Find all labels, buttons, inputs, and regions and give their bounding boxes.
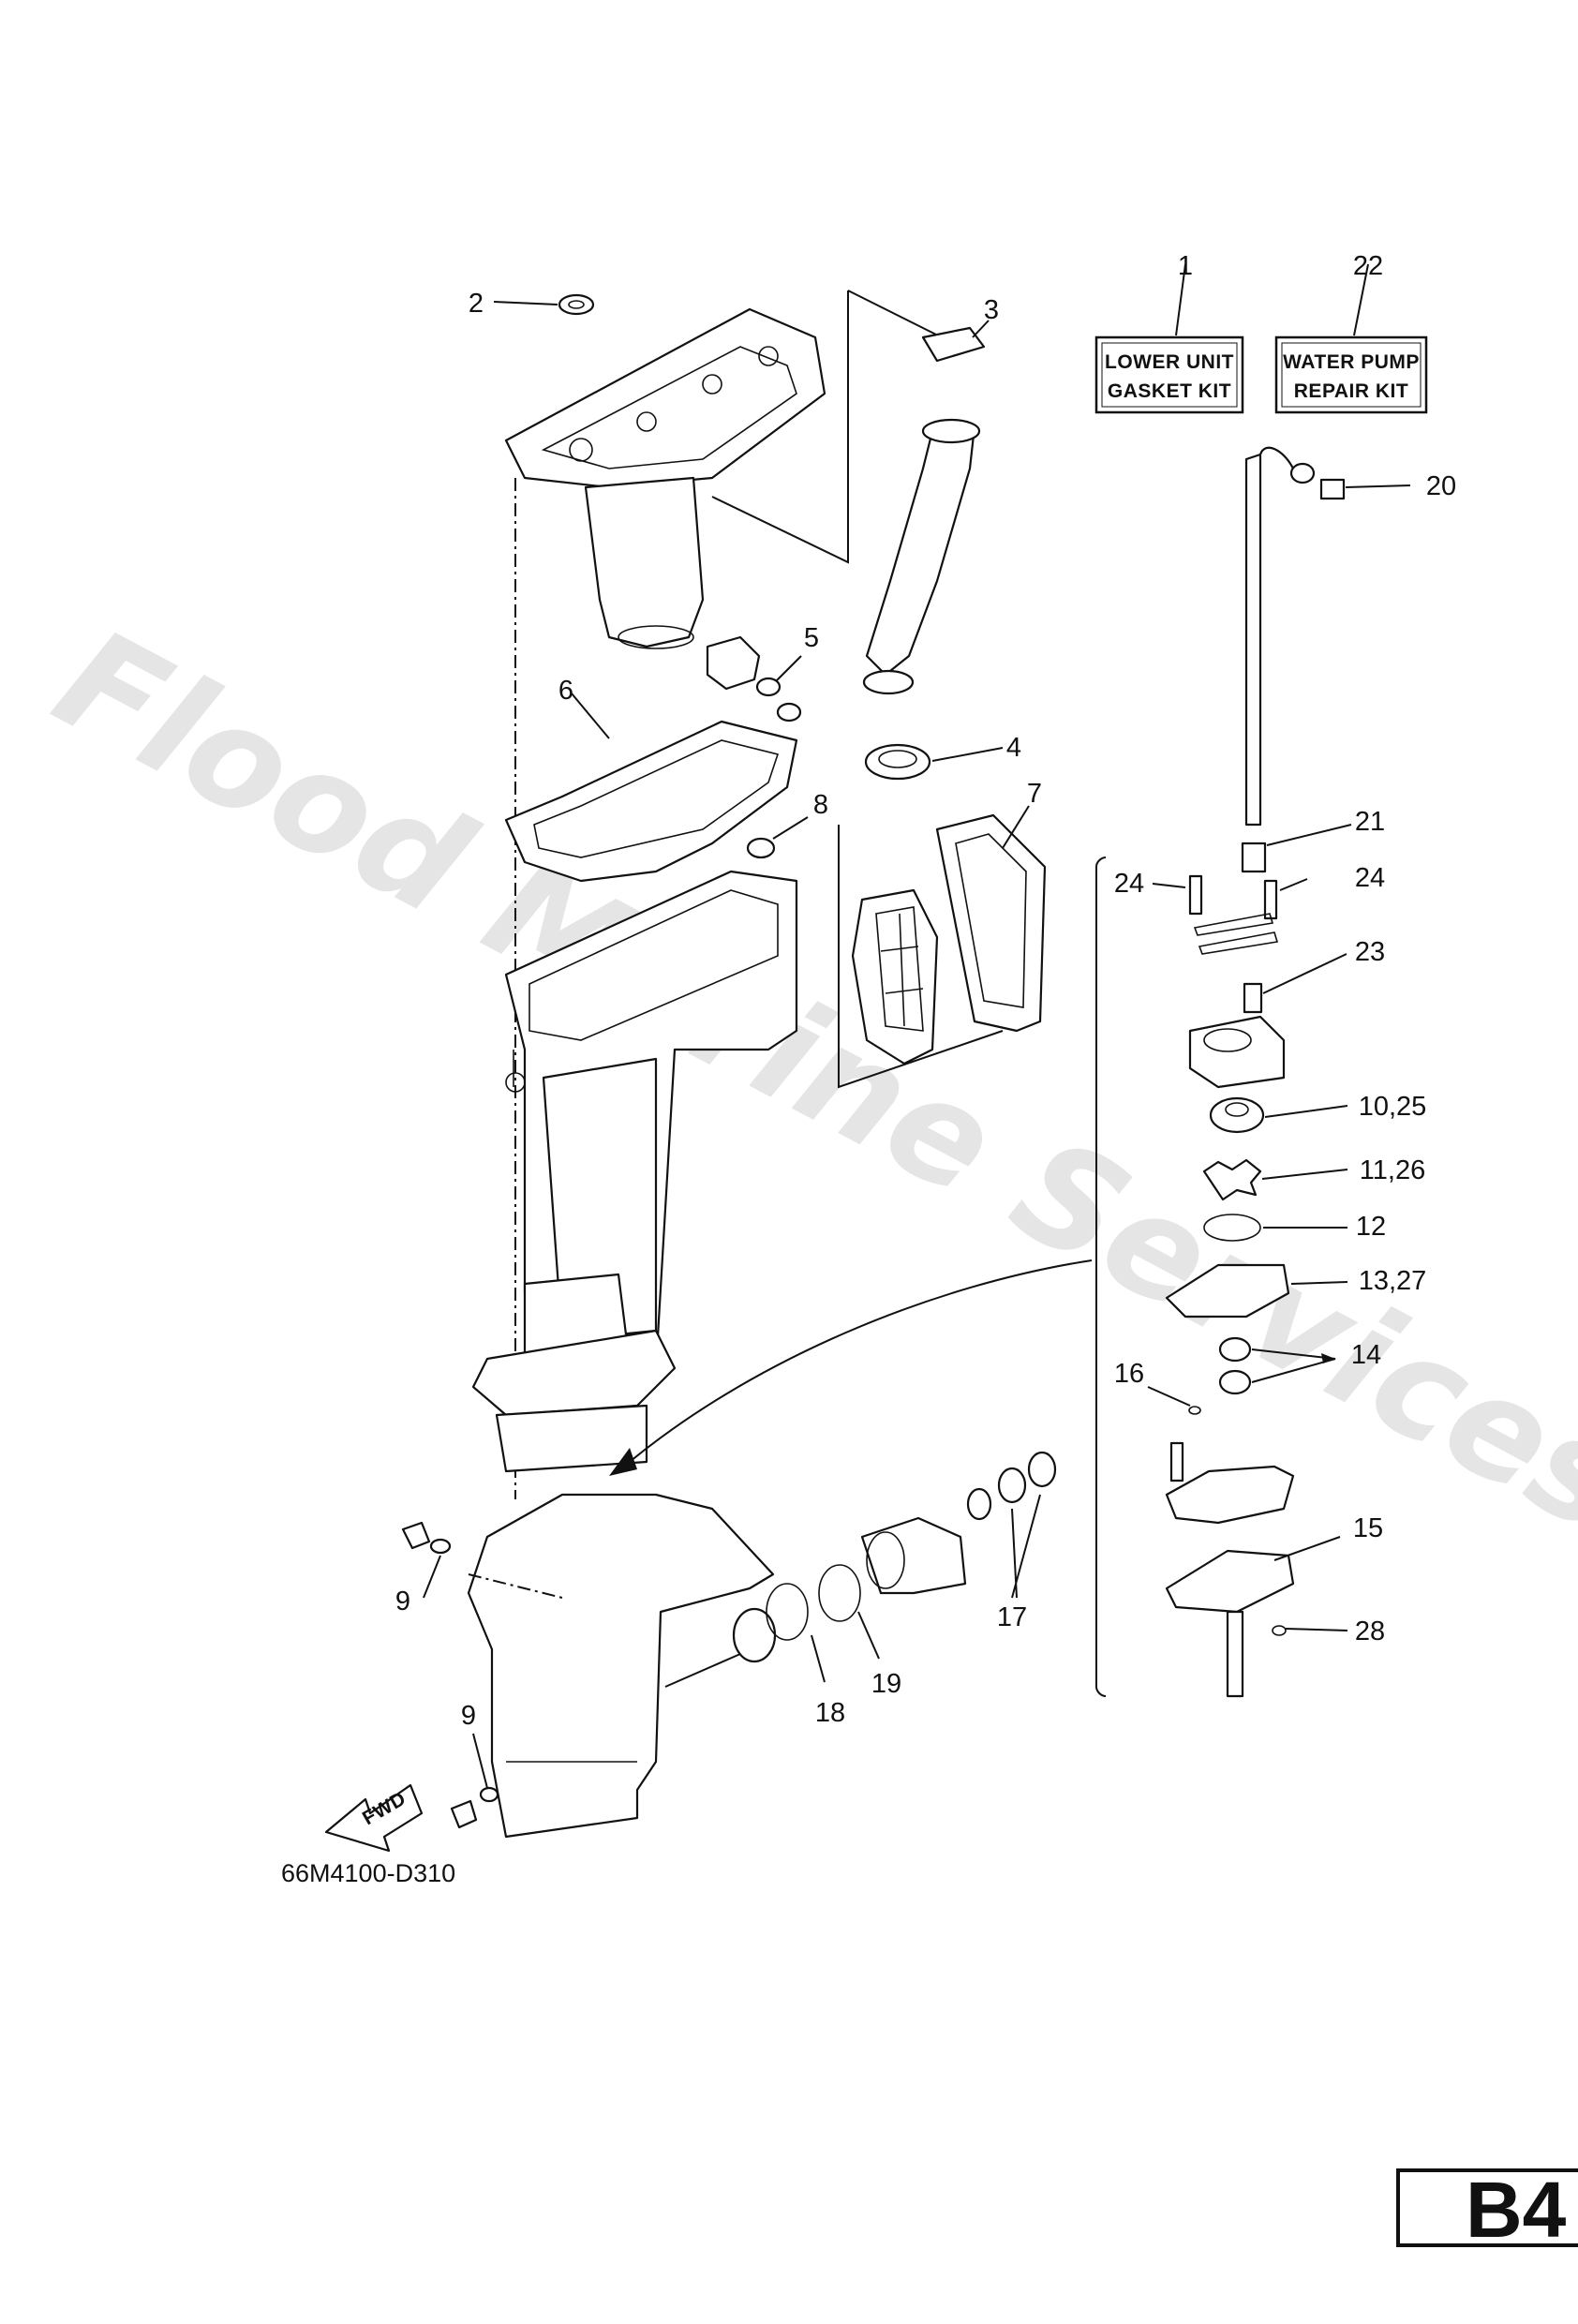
callout: 15 (1353, 1513, 1383, 1543)
callout: 28 (1355, 1616, 1385, 1646)
drive-shaft-housing (471, 870, 798, 1473)
callout: 7 (1027, 779, 1042, 809)
callout: 4 (1006, 733, 1021, 763)
callout: 24 (1114, 869, 1144, 899)
callout: 3 (984, 295, 999, 325)
water-pump-repair-kit: WATER PUMP REPAIR KIT 22 (1274, 251, 1428, 414)
callout: 23 (1355, 937, 1385, 967)
water-pump-assembly (1095, 446, 1411, 1698)
callout: 9 (461, 1701, 476, 1731)
callout: 8 (813, 790, 828, 820)
callout: 10,25 (1359, 1092, 1427, 1122)
page-label-badge: B4 (1396, 2166, 1578, 2254)
callout: 6 (558, 676, 573, 706)
callout: 16 (1114, 1359, 1144, 1389)
callout: 13,27 (1359, 1266, 1427, 1296)
drain-bolt-part (401, 1521, 499, 1829)
kit-22-line2: REPAIR KIT (1294, 380, 1408, 402)
cover-part (838, 805, 1047, 1089)
callout: 21 (1355, 807, 1385, 837)
kit-1-line1: LOWER UNIT (1105, 351, 1234, 373)
callout: 12 (1356, 1212, 1386, 1242)
lower-case (467, 1493, 775, 1839)
callout: 14 (1351, 1340, 1381, 1370)
callout: 20 (1426, 471, 1456, 501)
grommet-part (493, 293, 595, 316)
callout-labels: 2 3 5 6 4 8 7 20 21 24 24 23 10,25 11,26… (395, 289, 1456, 1731)
kit-22-callout: 22 (1353, 251, 1383, 281)
callout: 2 (469, 289, 484, 319)
callout: 9 (395, 1587, 410, 1616)
seal-part (864, 743, 1004, 781)
callout: 11,26 (1360, 1155, 1425, 1185)
damper-part (746, 816, 809, 859)
watermark-text: Flood Marine Services (31, 598, 1578, 1564)
callout: 18 (815, 1698, 845, 1728)
callout: 19 (871, 1669, 901, 1699)
gasket-part (504, 693, 798, 883)
fwd-arrow: FWD (324, 1783, 424, 1853)
callout: 24 (1355, 863, 1385, 893)
page-label: B4 (1466, 2166, 1567, 2254)
o-ring-parts (732, 1451, 1057, 1683)
kit-1-callout: 1 (1178, 251, 1193, 281)
exhaust-pipe-part (862, 320, 990, 695)
kit-22-line1: WATER PUMP (1283, 351, 1420, 373)
diagram-code: 66M4100-D310 (281, 1859, 455, 1887)
kit-1-line2: GASKET KIT (1108, 380, 1231, 402)
bushing-part (706, 635, 802, 723)
upper-casing-assembly (504, 290, 943, 1499)
callout: 17 (997, 1602, 1027, 1632)
lower-unit-gasket-kit: LOWER UNIT GASKET KIT 1 (1094, 251, 1244, 414)
callout: 5 (804, 623, 819, 653)
